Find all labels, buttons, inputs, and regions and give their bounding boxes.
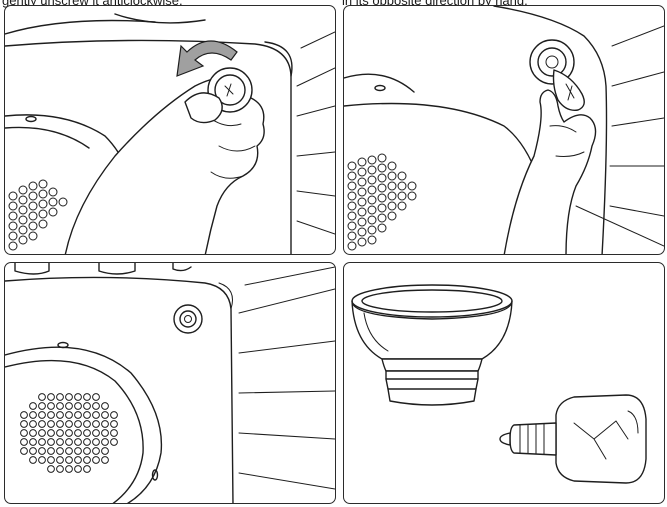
hand-removing-bulb-icon: [344, 6, 665, 255]
step-1-panel: [4, 5, 336, 255]
step-2-panel: [343, 5, 665, 255]
lamp-cover-icon: [352, 285, 512, 405]
step-4-panel: [343, 262, 665, 504]
bulb-icon: [500, 395, 646, 483]
hand-unscrewing-lamp-cover-icon: [5, 6, 336, 255]
oven-interior-socket-icon: [5, 263, 336, 504]
step-3-panel: [4, 262, 336, 504]
lamp-cover-and-bulb-icon: [344, 263, 665, 504]
